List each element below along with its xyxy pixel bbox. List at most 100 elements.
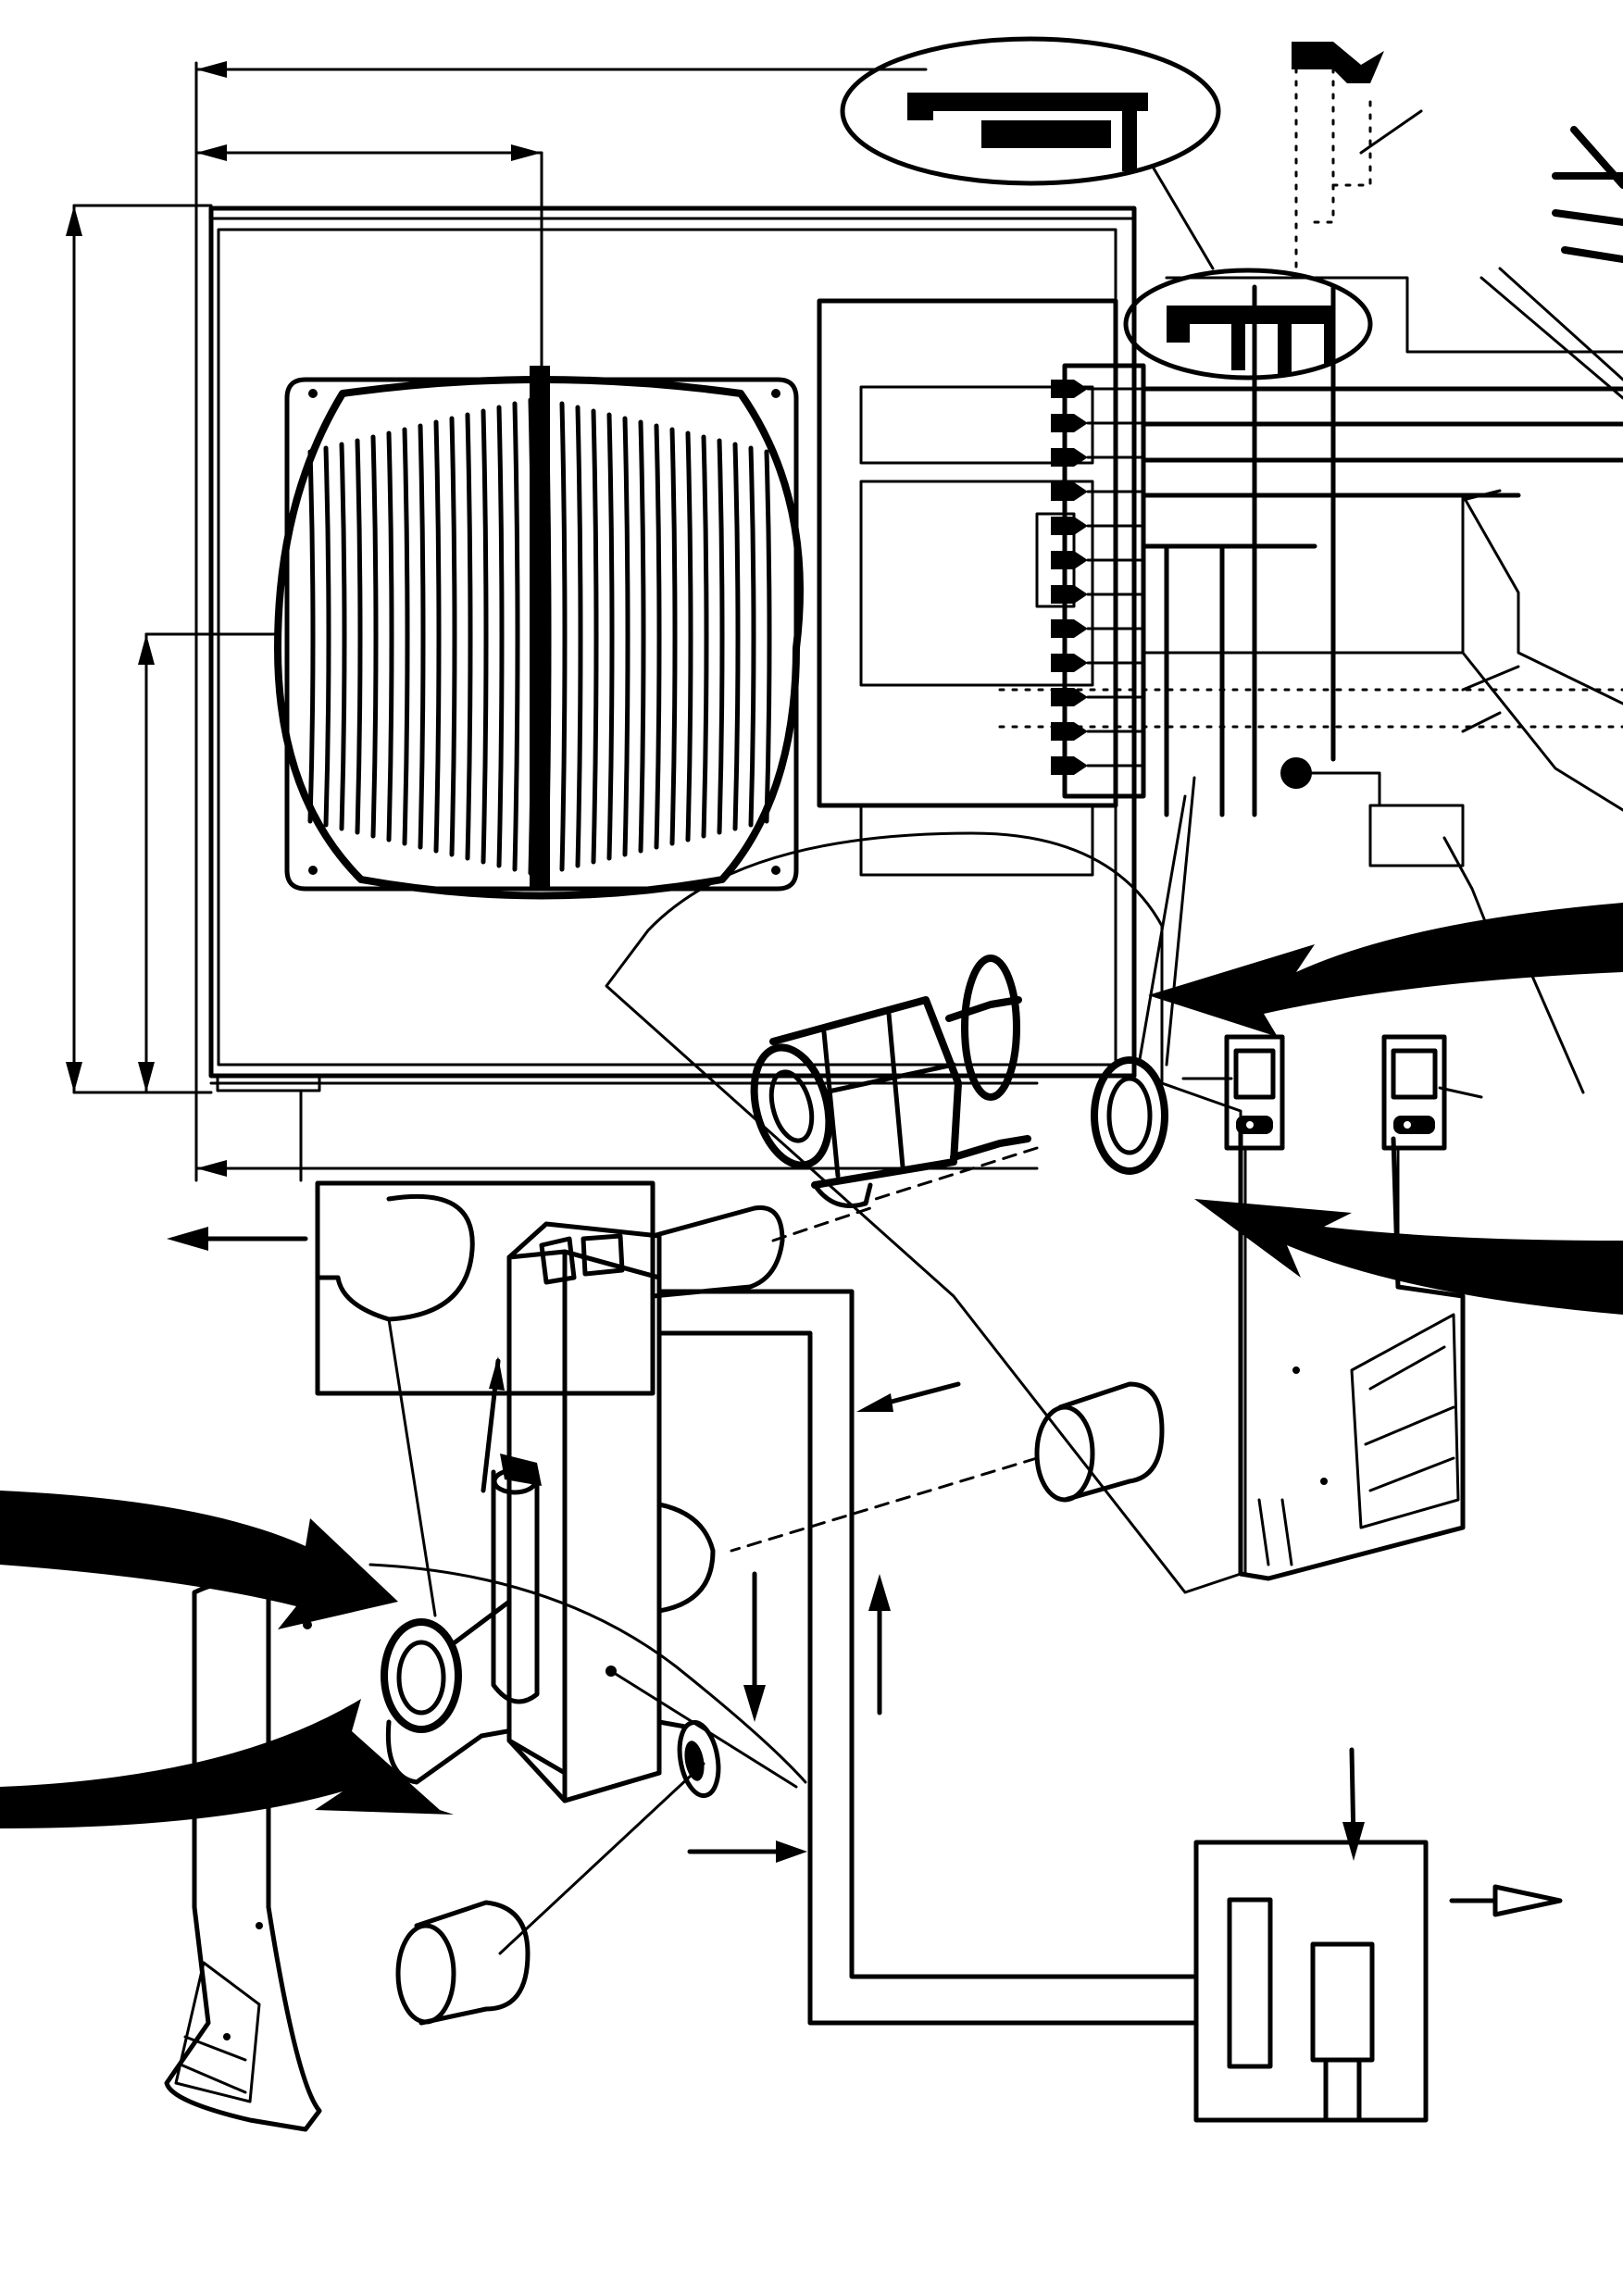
detail-callout-top-terminal-legs bbox=[981, 120, 1111, 148]
terminal-lug bbox=[1051, 722, 1088, 741]
lower-cap-port bbox=[677, 1719, 721, 1799]
pump-side-port bbox=[656, 1502, 716, 1614]
sleeve-lower-end bbox=[395, 1923, 456, 2025]
pump-outlet-pipe bbox=[650, 1204, 785, 1299]
fan-opening bbox=[274, 376, 804, 900]
wire-to-valve-2 bbox=[1165, 776, 1196, 1067]
curved-arrow-left-lower bbox=[0, 1699, 454, 1828]
service-valves bbox=[1224, 1034, 1483, 1576]
dim-arrow-bottom-3 bbox=[66, 1062, 82, 1092]
dim-arrow-left-2 bbox=[196, 144, 227, 161]
horizontal-wires bbox=[1141, 386, 1623, 549]
terminal-lug bbox=[1051, 619, 1088, 638]
pipe-sleeves bbox=[395, 1206, 1165, 2026]
dim-arrow-right-2 bbox=[511, 144, 542, 161]
top-connector-block bbox=[1292, 42, 1384, 83]
grille-screw-tr bbox=[771, 389, 780, 398]
flow-arrow-down-head bbox=[743, 1685, 766, 1722]
grille-bar bbox=[481, 408, 489, 865]
sleeve-lower bbox=[414, 1900, 531, 2026]
grille-bar bbox=[449, 416, 457, 857]
service-panel-slot-2 bbox=[859, 480, 1094, 687]
grille-bar bbox=[717, 438, 725, 835]
grille-bar bbox=[606, 412, 615, 861]
pipe-run-outer bbox=[656, 1289, 1197, 1979]
right-bracket-body bbox=[1238, 1127, 1466, 1581]
connection-detail-frame bbox=[605, 831, 1242, 1594]
detail-callout-top-leader bbox=[1151, 165, 1215, 270]
coupling-body bbox=[385, 1719, 510, 1785]
leader-right-3 bbox=[1461, 665, 1520, 692]
left-bracket bbox=[164, 1579, 322, 2132]
fan-center-bar bbox=[530, 366, 550, 889]
service-panel bbox=[817, 298, 1118, 877]
detail-callout-mid-terminal bbox=[1167, 306, 1333, 375]
grille-bar bbox=[355, 438, 363, 835]
pipe-connection bbox=[605, 831, 1242, 1594]
gasket-ring bbox=[1091, 1056, 1168, 1175]
drain-in-arrow-head bbox=[1342, 1822, 1365, 1861]
terminal-strip-body-2 bbox=[1035, 512, 1076, 608]
right-bracket-fold bbox=[1350, 1313, 1460, 1529]
grille-bar bbox=[685, 430, 693, 842]
valve-left-window bbox=[1233, 1048, 1276, 1100]
terminal-strip bbox=[1035, 276, 1623, 1094]
outdoor-unit bbox=[208, 206, 1137, 1092]
terminal-lug bbox=[1051, 654, 1088, 672]
terminal-lug bbox=[1051, 585, 1088, 604]
service-valve-port bbox=[961, 955, 1020, 1101]
vertical-wires bbox=[1164, 284, 1336, 817]
grille-bar bbox=[512, 401, 520, 872]
grille-bar bbox=[465, 412, 473, 861]
dotted-wiring bbox=[998, 42, 1623, 729]
grille-bar bbox=[764, 449, 772, 824]
terminal-lug bbox=[1051, 448, 1088, 467]
grille-bar bbox=[701, 434, 709, 839]
detail-callouts bbox=[840, 36, 1623, 381]
dim-arrow-top-3 bbox=[66, 206, 82, 236]
cable-bundle bbox=[1498, 126, 1623, 381]
curved-arrow-upper bbox=[1148, 903, 1623, 1037]
sleeve-upper bbox=[1057, 1381, 1165, 1503]
detail-callout-top-terminal bbox=[907, 93, 1148, 171]
control-box bbox=[167, 1180, 655, 1617]
service-panel-frame bbox=[817, 298, 1118, 808]
grille-screw-bl bbox=[308, 866, 318, 875]
terminal-lug bbox=[1051, 756, 1088, 775]
control-box-leader bbox=[387, 1317, 437, 1617]
grille-bar bbox=[591, 408, 599, 865]
dim-arrow-bottom-4 bbox=[138, 1062, 155, 1092]
terminal-board-slant-2 bbox=[1461, 651, 1623, 812]
dashed-pipe-1 bbox=[859, 1146, 1039, 1205]
drain-out-arrow-head bbox=[1492, 1884, 1563, 1917]
detail-callout-top bbox=[840, 36, 1221, 186]
fan-grille bbox=[274, 366, 804, 900]
grille-screw-tl bbox=[308, 389, 318, 398]
sensor-bulb-lead bbox=[1294, 771, 1381, 807]
grille-bar bbox=[323, 445, 331, 828]
valve-left-body bbox=[1224, 1034, 1285, 1151]
coupling-ring-inner bbox=[396, 1640, 446, 1716]
valve-right-slot bbox=[1393, 1116, 1435, 1134]
terminal-board bbox=[1142, 493, 1465, 655]
dim-arrow-left-1 bbox=[196, 61, 227, 78]
gasket-ring-inner bbox=[1106, 1076, 1153, 1155]
coupling-ring bbox=[381, 1618, 462, 1733]
valve-left-slot bbox=[1236, 1116, 1273, 1134]
coupling-flare bbox=[451, 1599, 512, 1646]
drain-module-stem bbox=[1323, 2057, 1362, 2123]
left-bracket-body bbox=[164, 1579, 322, 2132]
flare-nut-end bbox=[750, 1043, 833, 1169]
grille-bar bbox=[654, 423, 662, 850]
drain-module-component bbox=[1310, 1941, 1375, 2063]
curved-arrow-lower bbox=[1194, 1199, 1623, 1315]
drain-module bbox=[1193, 1747, 1563, 2123]
leader-right-1 bbox=[1479, 276, 1623, 400]
grille-bar bbox=[748, 445, 756, 828]
grille-bar bbox=[575, 405, 583, 868]
grille-bar bbox=[433, 419, 442, 854]
right-bracket bbox=[1238, 1127, 1466, 1581]
flow-arrow-up-head bbox=[868, 1574, 891, 1611]
pipe-runs bbox=[368, 1289, 1197, 2026]
pump-unit-side bbox=[562, 1249, 662, 1803]
